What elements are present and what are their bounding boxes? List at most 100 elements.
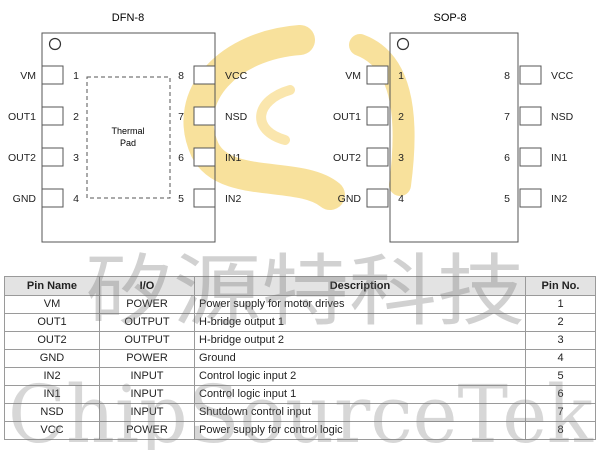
dfn8-pin-3-number: 3 (73, 152, 79, 164)
dfn8-pin-7-name: NSD (225, 111, 248, 123)
cell-pin-no: 7 (525, 403, 596, 422)
cell-pin-no: 1 (525, 295, 596, 314)
cell-pin-name: NSD (4, 403, 100, 422)
dfn8-pin-1-name: VM (20, 70, 36, 82)
cell-pin-no: 3 (525, 331, 596, 350)
cell-pin-no: 6 (525, 385, 596, 404)
watermark-logo-inner (256, 85, 295, 145)
table-row: NSD INPUT Shutdown control input 7 (4, 403, 596, 422)
sop8-pin-6-pad (519, 147, 542, 167)
sop8-pin-5-name: IN2 (551, 193, 568, 205)
dfn8-pin-1-number: 1 (73, 70, 79, 82)
sop8-pin-8-pad (519, 65, 542, 85)
sop8-pin-2-number: 2 (398, 111, 404, 123)
dfn8-pin1-marker (48, 37, 62, 51)
sop8-pin-1-name: VM (345, 70, 361, 82)
cell-pin-name: OUT1 (4, 313, 100, 332)
table-header-row: Pin Name I/O Description Pin No. (4, 276, 596, 296)
watermark-logo-stroke (349, 34, 415, 196)
cell-pin-no: 5 (525, 367, 596, 386)
dfn8-pin-7-pad (193, 106, 216, 126)
cell-pin-name: VM (4, 295, 100, 314)
cell-pin-name: GND (4, 349, 100, 368)
dfn8-pin-7-number: 7 (178, 111, 184, 123)
cell-io: POWER (99, 421, 195, 440)
cell-pin-no: 4 (525, 349, 596, 368)
header-io: I/O (99, 276, 195, 296)
table-row: VM POWER Power supply for motor drives 1 (4, 295, 596, 314)
table-row: OUT1 OUTPUT H-bridge output 1 2 (4, 313, 596, 332)
sop8-pin-3-name: OUT2 (333, 152, 361, 164)
dfn8-pin-6-name: IN1 (225, 152, 242, 164)
cell-io: OUTPUT (99, 331, 195, 350)
cell-description: Shutdown control input (194, 403, 526, 422)
cell-pin-no: 8 (525, 421, 596, 440)
sop8-pin-6-number: 6 (504, 152, 510, 164)
cell-pin-name: VCC (4, 421, 100, 440)
cell-description: Power supply for motor drives (194, 295, 526, 314)
sop8-pin-2-pad (366, 106, 389, 126)
sop8-pin-8-name: VCC (551, 70, 574, 82)
header-pin-no: Pin No. (525, 276, 596, 296)
dfn8-pin-4-pad (41, 188, 64, 208)
cell-io: INPUT (99, 403, 195, 422)
pin-description-table: Pin Name I/O Description Pin No. VM POWE… (4, 276, 596, 440)
dfn8-title: DFN-8 (112, 12, 144, 24)
sop8-title: SOP-8 (433, 12, 466, 24)
dfn8-pin-2-number: 2 (73, 111, 79, 123)
table-row: GND POWER Ground 4 (4, 349, 596, 368)
sop8-pin-5-pad (519, 188, 542, 208)
dfn8-pin-8-number: 8 (178, 70, 184, 82)
sop8-pin-7-pad (519, 106, 542, 126)
dfn8-pin-5-name: IN2 (225, 193, 242, 205)
thermal-pad-label-line2: Pad (120, 138, 136, 148)
sop8-pin-7-name: NSD (551, 111, 574, 123)
dfn8-pin-4-number: 4 (73, 193, 79, 205)
thermal-pad-label-line1: Thermal (111, 126, 144, 136)
sop8-pin-3-pad (366, 147, 389, 167)
header-description: Description (194, 276, 526, 296)
cell-description: H-bridge output 2 (194, 331, 526, 350)
cell-description: H-bridge output 1 (194, 313, 526, 332)
sop8-body (389, 32, 519, 243)
sop8-pin-2-name: OUT1 (333, 111, 361, 123)
sop8-pin-1-pad (366, 65, 389, 85)
cell-pin-no: 2 (525, 313, 596, 332)
thermal-pad (86, 76, 171, 199)
sop8-pin-4-pad (366, 188, 389, 208)
cell-description: Ground (194, 349, 526, 368)
dfn8-pin-8-name: VCC (225, 70, 248, 82)
cell-description: Power supply for control logic (194, 421, 526, 440)
cell-io: INPUT (99, 367, 195, 386)
sop8-pin-5-number: 5 (504, 193, 510, 205)
dfn8-pin-2-pad (41, 106, 64, 126)
cell-io: POWER (99, 295, 195, 314)
sop8-pin-7-number: 7 (504, 111, 510, 123)
pinout-diagram: DFN-8 Thermal Pad 1 VM 2 OUT1 3 OUT2 4 GND 5 IN2 6… (8, 12, 574, 243)
cell-io: POWER (99, 349, 195, 368)
sop8-pin-1-number: 1 (398, 70, 404, 82)
sop8-pin-4-name: GND (338, 193, 362, 205)
sop8-pin1-marker (396, 37, 410, 51)
dfn8-pin-6-pad (193, 147, 216, 167)
dfn8-pin-5-number: 5 (178, 193, 184, 205)
dfn8-pin-6-number: 6 (178, 152, 184, 164)
dfn8-pin-2-name: OUT1 (8, 111, 36, 123)
dfn8-pin-3-name: OUT2 (8, 152, 36, 164)
dfn8-pin-5-pad (193, 188, 216, 208)
sop8-pin-4-number: 4 (398, 193, 404, 205)
cell-pin-name: IN1 (4, 385, 100, 404)
header-pin-name: Pin Name (4, 276, 100, 296)
cell-io: INPUT (99, 385, 195, 404)
table-row: IN2 INPUT Control logic input 2 5 (4, 367, 596, 386)
dfn8-body (41, 32, 216, 243)
dfn8-package: DFN-8 Thermal Pad 1 VM 2 OUT1 3 OUT2 4 GND 5 IN2 6… (8, 12, 248, 243)
sop8-pin-6-name: IN1 (551, 152, 568, 164)
cell-description: Control logic input 1 (194, 385, 526, 404)
cell-description: Control logic input 2 (194, 367, 526, 386)
dfn8-pin-4-name: GND (13, 193, 37, 205)
table-row: OUT2 OUTPUT H-bridge output 2 3 (4, 331, 596, 350)
cell-io: OUTPUT (99, 313, 195, 332)
cell-pin-name: IN2 (4, 367, 100, 386)
